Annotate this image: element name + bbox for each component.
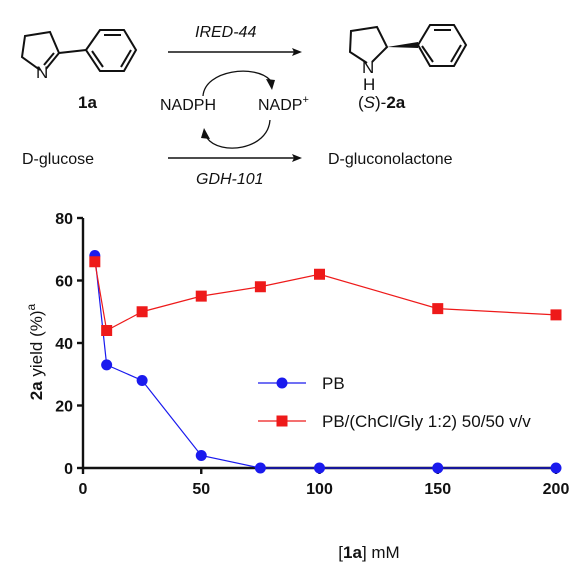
chart-series	[89, 250, 562, 474]
y-tick-label: 60	[55, 274, 73, 291]
data-point-0-1	[101, 359, 113, 371]
legend-marker-1	[276, 415, 288, 427]
series-line-1	[94, 261, 557, 332]
amine-nitrogen-label: N	[362, 58, 374, 77]
data-point-1-2	[136, 306, 148, 318]
reaction-scheme: N 1a IRED-44 N H (S)-2a NADPH NADP+ D-gl…	[20, 24, 468, 188]
data-point-0-3	[195, 450, 207, 461]
cofactor-arc-bottom	[206, 119, 271, 149]
enzyme-ired-label: IRED-44	[195, 24, 256, 41]
chart-axes: 0 20 40 60 80 0 50 100 150 200	[55, 211, 569, 498]
glucose-label: D-glucose	[22, 151, 94, 168]
x-tick-label: 200	[543, 481, 570, 498]
cofactor-nadph-label: NADPH	[160, 97, 216, 114]
substrate-structure	[20, 29, 138, 72]
substrate-label: 1a	[78, 93, 97, 112]
x-tick-label: 50	[192, 481, 210, 498]
x-tick-label: 0	[79, 481, 88, 498]
data-point-1-7	[550, 309, 562, 321]
x-tick-label: 150	[424, 481, 451, 498]
cofactor-arc-top	[202, 70, 271, 97]
arc-arrow-head-bottom	[201, 128, 210, 139]
y-axis-label: 2a yield (%)a	[24, 303, 46, 400]
product-label: (S)-2a	[358, 93, 406, 112]
amine-hydrogen-label: H	[363, 75, 375, 94]
y-tick-label: 0	[64, 461, 73, 478]
data-point-1-1	[101, 325, 113, 336]
product-structure	[348, 24, 468, 67]
enzyme-gdh-label: GDH-101	[196, 171, 264, 188]
arrow-head-bottom	[292, 154, 302, 162]
data-point-1-4	[254, 281, 266, 293]
arc-arrow-head-top	[266, 79, 275, 90]
data-point-1-3	[195, 290, 207, 302]
chart-legend: PB PB/(ChCl/Gly 1:2) 50/50 v/v	[258, 374, 531, 431]
y-tick-label: 80	[55, 211, 73, 228]
arrow-head-top	[292, 48, 302, 56]
data-point-0-7	[550, 462, 562, 474]
legend-label-0: PB	[322, 374, 345, 393]
ring-nitrogen-label: N	[36, 63, 48, 82]
data-point-1-6	[432, 303, 444, 315]
x-axis-label: [1a] mM	[338, 543, 399, 562]
data-point-0-6	[432, 462, 444, 474]
data-point-0-4	[254, 462, 266, 474]
data-point-0-5	[314, 462, 325, 474]
series-line-0	[94, 255, 556, 469]
x-tick-label: 100	[306, 481, 333, 498]
data-point-0-2	[136, 375, 148, 386]
legend-label-1: PB/(ChCl/Gly 1:2) 50/50 v/v	[322, 412, 531, 431]
y-tick-label: 40	[55, 336, 73, 353]
gluconolactone-label: D-gluconolactone	[328, 151, 453, 168]
data-point-1-0	[89, 256, 101, 268]
data-point-1-5	[314, 268, 325, 280]
y-tick-label: 20	[55, 399, 73, 416]
cofactor-nadp-label: NADP+	[258, 94, 309, 114]
legend-marker-0	[276, 377, 288, 389]
wedge-bond	[387, 42, 418, 48]
